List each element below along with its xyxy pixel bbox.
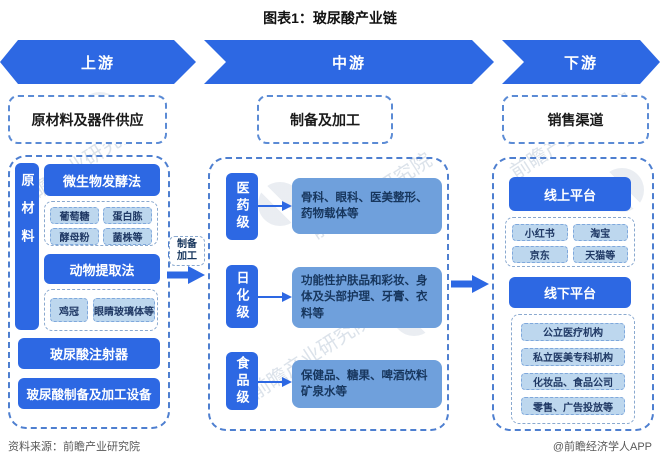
channel-item: 公立医疗机构: [521, 323, 625, 341]
material-item: 酵母粉: [50, 228, 99, 245]
downstream-container: [492, 157, 654, 431]
channel-item: 化妆品、食品公司: [521, 372, 625, 391]
credit-note: @前瞻经济学人APP: [552, 441, 652, 453]
upstream-container: [8, 155, 170, 429]
material-item: 蛋白胨: [103, 207, 152, 224]
grade-cosmetic-box: 日化级: [226, 265, 258, 328]
channel-item: 天猫等: [572, 246, 628, 263]
grade-pharma-box: 医药级: [226, 173, 258, 240]
channel-item: 京东: [512, 246, 568, 263]
flow-arrow-icon: [167, 266, 205, 284]
arrow-icon: [258, 201, 292, 211]
raw-material-side-bar: 原材料: [15, 163, 39, 330]
online-platform-box: 线上平台: [509, 177, 631, 211]
cosmetic-applications-box: 功能性护肤品和彩妆、身体及头部护理、牙膏、衣料等: [292, 267, 442, 328]
offline-channels-group: 公立医疗机构 私立医美专科机构 化妆品、食品公司 零售、广告投放等: [511, 314, 635, 424]
food-applications-box: 保健品、糖果、啤酒饮料矿泉水等: [292, 360, 442, 408]
banner-downstream: 下游: [502, 40, 660, 84]
process-connector-label: 制备 加工: [169, 236, 205, 266]
grade-food-box: 食品级: [226, 352, 258, 410]
extraction-materials-group: 鸡冠 眼睛玻璃体等: [44, 289, 158, 331]
material-item: 鸡冠: [50, 298, 88, 322]
syringe-box: 玻尿酸注射器: [18, 338, 160, 369]
banner-upstream-label: 上游: [80, 54, 115, 72]
midstream-header: 制备及加工: [257, 95, 393, 144]
online-channels-group: 小红书 淘宝 京东 天猫等: [505, 217, 635, 267]
flow-arrow-icon: [451, 275, 489, 293]
channel-item: 私立医美专科机构: [521, 347, 625, 366]
microbial-fermentation-box: 微生物发酵法: [44, 164, 160, 196]
banner-upstream: 上游: [0, 40, 196, 84]
connector-line2: 加工: [177, 251, 197, 262]
material-item: 眼睛玻璃体等: [93, 298, 155, 322]
channel-item: 淘宝: [572, 224, 628, 241]
page-title: 图表1：玻尿酸产业链: [263, 10, 397, 26]
arrow-icon: [258, 292, 292, 302]
upstream-header: 原材料及器件供应: [8, 95, 167, 144]
material-item: 菌株等: [103, 228, 152, 245]
equipment-box: 玻尿酸制备及加工设备: [18, 378, 160, 409]
fermentation-materials-group: 葡萄糖 蛋白胨 酵母粉 菌株等: [44, 201, 158, 246]
pharma-applications-box: 骨科、眼科、医美整形、药物载体等: [292, 178, 442, 234]
connector-line1: 制备: [177, 238, 197, 250]
animal-extraction-box: 动物提取法: [44, 254, 160, 284]
offline-platform-box: 线下平台: [509, 277, 631, 308]
downstream-header: 销售渠道: [502, 95, 649, 144]
banner-midstream: 中游: [204, 40, 494, 84]
source-note: 资料来源：前瞻产业研究院: [8, 441, 140, 453]
midstream-container: [208, 157, 449, 431]
channel-item: 小红书: [512, 224, 568, 241]
arrow-icon: [258, 377, 292, 387]
banner-downstream-label: 下游: [563, 54, 598, 72]
banner-midstream-label: 中游: [331, 54, 366, 72]
channel-item: 零售、广告投放等: [521, 397, 625, 415]
material-item: 葡萄糖: [50, 207, 99, 224]
